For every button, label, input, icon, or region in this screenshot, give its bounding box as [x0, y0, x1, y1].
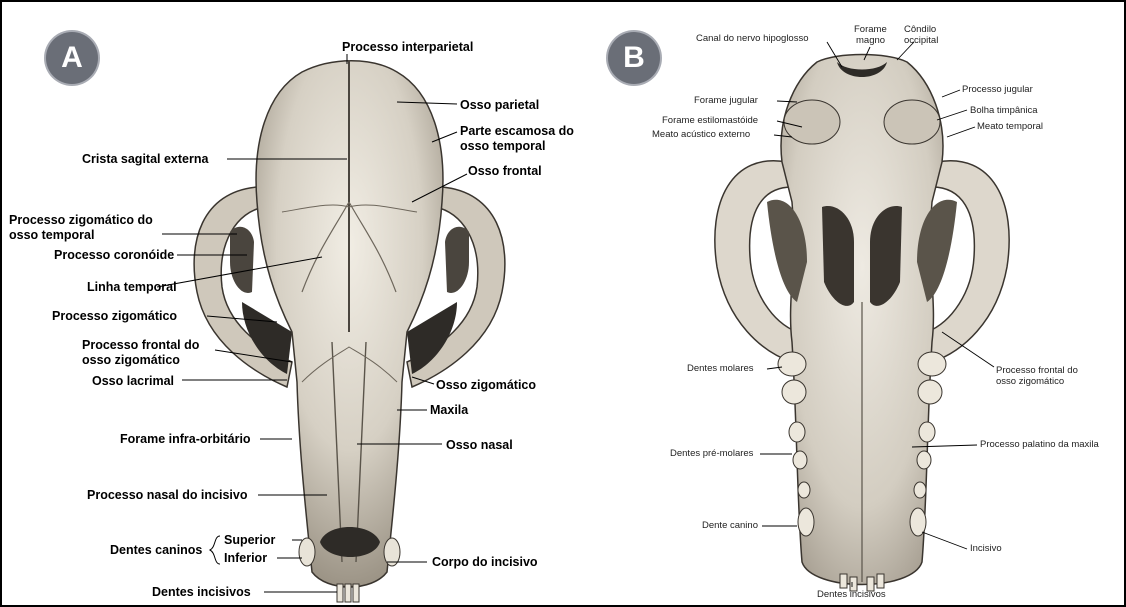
label-osso-lacrimal: Osso lacrimal: [92, 374, 174, 388]
label-forame-magno-line2: magno: [856, 35, 885, 46]
label-parte-escamosa-line2: osso temporal: [460, 139, 545, 153]
label-osso-frontal: Osso frontal: [468, 164, 542, 178]
label-osso-parietal: Osso parietal: [460, 98, 539, 112]
label-forame-jugular: Forame jugular: [694, 95, 758, 106]
label-proc-frontal-zig-line2: osso zigomático: [82, 353, 180, 367]
label-canal-hipoglosso: Canal do nervo hipoglosso: [696, 33, 809, 44]
label-maxila: Maxila: [430, 403, 468, 417]
label-linha-temporal: Linha temporal: [87, 280, 177, 294]
skull-ventral-illustration: [592, 2, 1124, 605]
label-proc-zigomatico-temporal-line2: osso temporal: [9, 228, 94, 242]
label-forame-magno-line1: Forame: [854, 24, 887, 35]
label-osso-zigomatico: Osso zigomático: [436, 378, 536, 392]
label-dente-canino: Dente canino: [702, 520, 758, 531]
panel-a-dorsal-view: A Processo interparietal Osso parietal P…: [2, 2, 592, 605]
label-forame-estilomastoide: Forame estilomastóide: [662, 115, 758, 126]
label-processo-jugular: Processo jugular: [962, 84, 1033, 95]
label-parte-escamosa-line1: Parte escamosa do: [460, 124, 574, 138]
label-processo-interparietal: Processo interparietal: [342, 40, 473, 54]
label-osso-nasal: Osso nasal: [446, 438, 513, 452]
label-inferior: Inferior: [224, 551, 267, 565]
panel-a-badge: A: [46, 32, 98, 84]
label-crista-sagital: Crista sagital externa: [82, 152, 208, 166]
label-condilo-line1: Côndilo: [904, 24, 936, 35]
label-proc-frontal-zig-line1: Processo frontal do: [82, 338, 199, 352]
label-dentes-caninos: Dentes caninos: [110, 543, 202, 557]
label-processo-nasal-incisivo: Processo nasal do incisivo: [87, 488, 247, 502]
label-corpo-incisivo: Corpo do incisivo: [432, 555, 538, 569]
label-bolha-timpanica: Bolha timpânica: [970, 105, 1038, 116]
label-proc-frontal-zig-b-line1: Processo frontal do: [996, 365, 1078, 376]
label-processo-coronoide: Processo coronóide: [54, 248, 174, 262]
panel-b-badge: B: [608, 32, 660, 84]
label-proc-zigomatico-temporal-line1: Processo zigomático do: [9, 213, 153, 227]
label-dentes-pre-molares: Dentes pré-molares: [670, 448, 753, 459]
label-processo-palatino: Processo palatino da maxila: [980, 439, 1099, 450]
label-superior: Superior: [224, 533, 275, 547]
label-meato-acustico: Meato acústico externo: [652, 129, 750, 140]
label-processo-zigomatico: Processo zigomático: [52, 309, 177, 323]
label-incisivo: Incisivo: [970, 543, 1002, 554]
label-dentes-incisivos-b: Dentes incisivos: [817, 589, 886, 600]
label-meato-temporal: Meato temporal: [977, 121, 1043, 132]
label-condilo-line2: occipital: [904, 35, 938, 46]
panel-b-ventral-view: B Canal do nervo hipoglosso Forame magno…: [592, 2, 1124, 605]
label-forame-infra-orbitario: Forame infra-orbitário: [120, 432, 251, 446]
skull-dorsal-illustration: [2, 2, 592, 605]
label-dentes-incisivos-a: Dentes incisivos: [152, 585, 251, 599]
label-proc-frontal-zig-b-line2: osso zigomático: [996, 376, 1064, 387]
label-dentes-molares: Dentes molares: [687, 363, 754, 374]
